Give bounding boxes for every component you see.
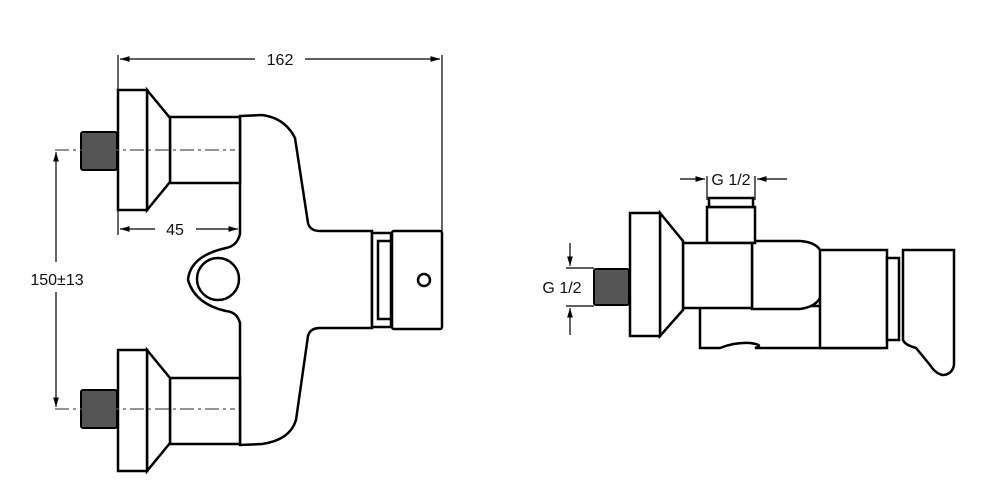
dimension-spacing-label: 150±13 bbox=[30, 272, 83, 289]
side-body-rear bbox=[818, 248, 889, 350]
thread-icon bbox=[80, 131, 118, 171]
lower-inlet bbox=[55, 346, 242, 475]
side-flange bbox=[628, 211, 662, 338]
top-thread bbox=[707, 196, 755, 209]
side-thread-icon bbox=[593, 268, 630, 306]
top-connection bbox=[705, 205, 757, 245]
outlet-collar bbox=[376, 239, 393, 321]
side-cone bbox=[658, 209, 685, 340]
side-body-upper bbox=[750, 239, 825, 311]
side-handle bbox=[901, 248, 956, 377]
top-connection-label: G 1/2 bbox=[711, 172, 750, 189]
side-connection-label: G 1/2 bbox=[542, 280, 581, 297]
front-view: 162 45 150±13 bbox=[30, 52, 444, 475]
side-view: G 1/2 G 1/2 bbox=[542, 172, 956, 377]
mounting-hole bbox=[195, 256, 241, 302]
dimension-width-label: 162 bbox=[267, 52, 294, 69]
inlet-pipe bbox=[168, 376, 242, 446]
inlet-cone bbox=[145, 346, 172, 475]
inlet-flange bbox=[116, 348, 149, 473]
dimension-depth-label: 45 bbox=[166, 222, 184, 239]
side-collar bbox=[885, 256, 901, 342]
upper-inlet bbox=[55, 86, 242, 214]
side-pipe bbox=[681, 241, 754, 310]
handle-indicator bbox=[416, 272, 432, 288]
mixer-body bbox=[186, 113, 374, 447]
